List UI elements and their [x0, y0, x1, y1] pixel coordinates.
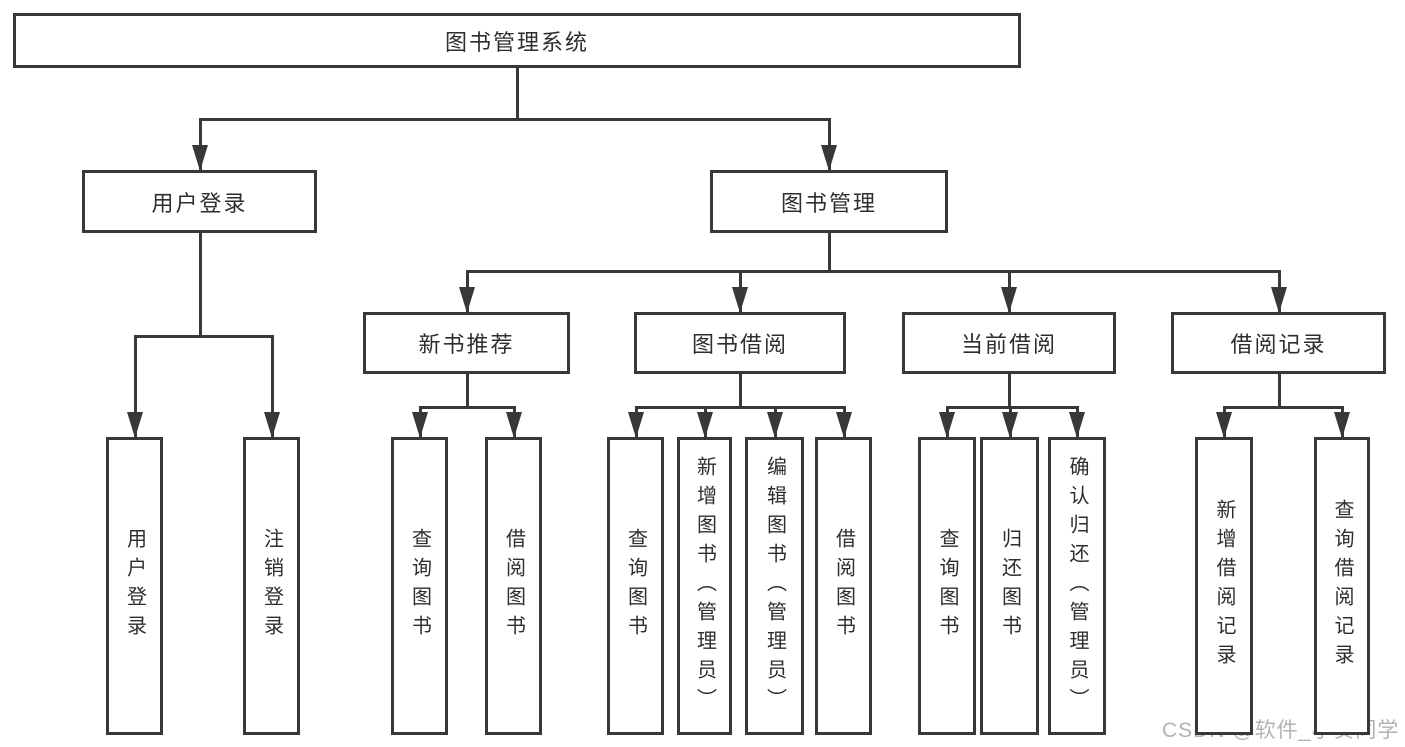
connector-arrow-down — [1069, 412, 1085, 438]
connector-line — [199, 118, 202, 170]
node-leaf-add-books-admin: 新增图书（管理员） — [677, 437, 732, 735]
connector-line — [466, 374, 469, 409]
node-book-borrowing: 图书借阅 — [634, 312, 846, 374]
connector-arrow-down — [1216, 412, 1232, 438]
connector-line — [739, 374, 742, 409]
connector-line — [1223, 406, 1344, 409]
node-leaf-borrow-books-rec: 借阅图书 — [485, 437, 542, 735]
connector-arrow-down — [1002, 412, 1018, 438]
connector-arrow-down — [1334, 412, 1350, 438]
connector-line — [1278, 374, 1281, 409]
node-borrowing-records: 借阅记录 — [1171, 312, 1386, 374]
connector-line — [271, 335, 274, 437]
node-user-login: 用户登录 — [82, 170, 317, 233]
connector-arrow-down — [127, 412, 143, 438]
node-leaf-confirm-return-admin: 确认归还（管理员） — [1048, 437, 1106, 735]
connector-arrow-down — [821, 145, 837, 171]
connector-arrow-down — [836, 412, 852, 438]
connector-arrow-down — [412, 412, 428, 438]
connector-arrow-down — [1271, 287, 1287, 313]
connector-arrow-down — [732, 287, 748, 313]
connector-arrow-down — [939, 412, 955, 438]
connector-line — [199, 118, 831, 121]
node-leaf-borrow-books: 借阅图书 — [815, 437, 872, 735]
connector-arrow-down — [628, 412, 644, 438]
connector-line — [635, 406, 846, 409]
node-current-borrowing: 当前借阅 — [902, 312, 1116, 374]
connector-line — [199, 233, 202, 338]
connector-line — [1008, 374, 1011, 409]
connector-arrow-down — [506, 412, 522, 438]
connector-arrow-down — [459, 287, 475, 313]
node-book-management: 图书管理 — [710, 170, 948, 233]
node-leaf-query-books-rec: 查询图书 — [391, 437, 448, 735]
node-leaf-return-books: 归还图书 — [980, 437, 1039, 735]
connector-arrow-down — [264, 412, 280, 438]
connector-line — [828, 118, 831, 170]
node-leaf-logout-login: 注销登录 — [243, 437, 300, 735]
connector-line — [946, 406, 1079, 409]
node-leaf-query-books-current: 查询图书 — [918, 437, 976, 735]
node-leaf-add-borrow-record: 新增借阅记录 — [1195, 437, 1253, 735]
node-leaf-query-borrow-record: 查询借阅记录 — [1314, 437, 1370, 735]
connector-arrow-down — [192, 145, 208, 171]
node-leaf-user-login: 用户登录 — [106, 437, 163, 735]
connector-line — [134, 335, 274, 338]
connector-line — [419, 406, 516, 409]
node-leaf-edit-books-admin: 编辑图书（管理员） — [745, 437, 804, 735]
connector-line — [828, 233, 831, 273]
node-new-book-recommend: 新书推荐 — [363, 312, 570, 374]
connector-arrow-down — [697, 412, 713, 438]
connector-line — [516, 68, 519, 121]
connector-arrow-down — [1001, 287, 1017, 313]
node-leaf-query-books-borrow: 查询图书 — [607, 437, 664, 735]
node-root: 图书管理系统 — [13, 13, 1021, 68]
connector-line — [466, 270, 1281, 273]
connector-arrow-down — [767, 412, 783, 438]
connector-line — [134, 335, 137, 437]
